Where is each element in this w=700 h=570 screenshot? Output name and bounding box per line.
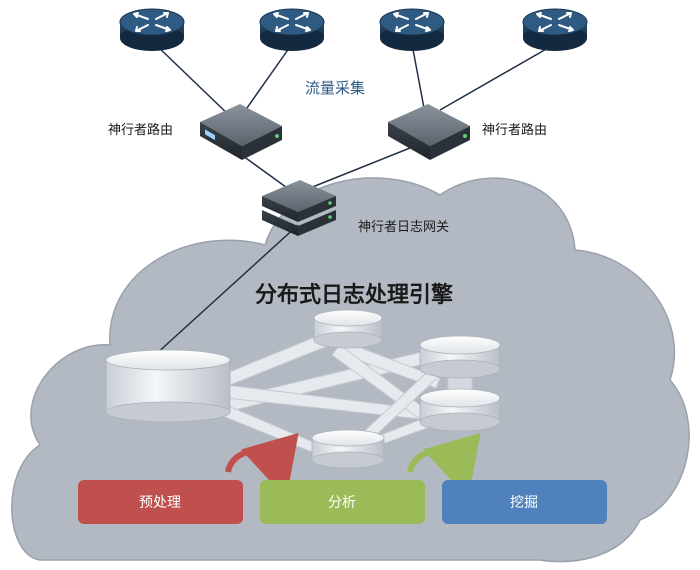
router-icon [119,8,185,51]
router-icons [119,8,588,51]
router-right-device [388,104,470,160]
log-gateway-label: 神行者日志网关 [358,220,449,235]
network-links [154,43,556,356]
router-right-label: 神行者路由 [482,122,547,138]
stage-preprocess-label: 预处理 [139,495,181,511]
log-gateway-device [262,180,336,236]
traffic-collection-label: 流量采集 [305,79,365,97]
red-curved-arrow [225,432,299,499]
main-storage-node [105,349,231,423]
cluster-node [313,309,383,349]
stage-mining: 挖掘 [442,480,607,524]
router-icon [522,8,588,51]
stage-analysis: 分析 [260,480,425,524]
cluster-nodes [105,309,501,469]
cluster-node [419,335,501,379]
cluster-node [311,429,385,469]
router-left-device [200,104,282,160]
stage-preprocess: 预处理 [78,480,243,524]
stage-mining-label: 挖掘 [510,495,538,511]
cluster-node [419,388,501,432]
router-icon [259,8,325,51]
router-left-label: 神行者路由 [108,122,173,138]
router-icon [379,8,445,51]
green-curved-arrow [407,432,481,499]
engine-title: 分布式日志处理引擎 [255,282,453,308]
stage-analysis-label: 分析 [328,495,356,511]
